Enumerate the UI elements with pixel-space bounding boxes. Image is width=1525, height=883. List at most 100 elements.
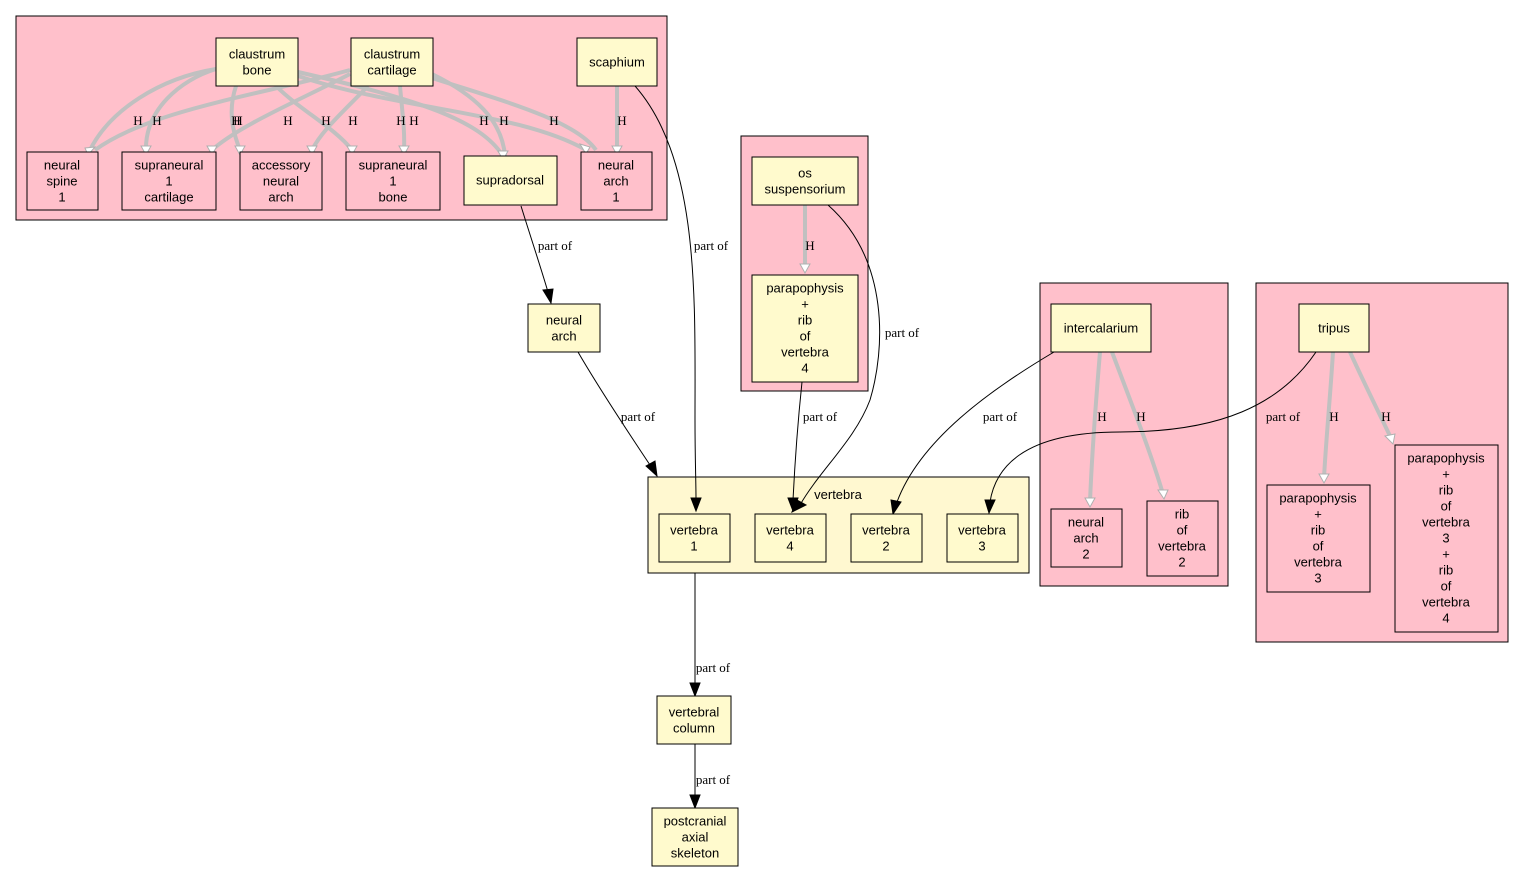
node-label-line: vertebra	[1294, 555, 1342, 570]
node-intercalarium[interactable]: intercalarium	[1050, 303, 1152, 353]
h-label: H	[617, 113, 626, 128]
node-label-line: 3	[1442, 531, 1449, 546]
node-label-line: postcranial	[664, 814, 727, 829]
h-arrowhead	[1084, 497, 1096, 509]
h-label: H	[1097, 409, 1106, 424]
h-edge	[210, 72, 351, 152]
node-label-line: intercalarium	[1064, 321, 1138, 336]
node-label-line: 1	[612, 190, 619, 205]
part-of-label: part of	[538, 238, 573, 253]
node-label-line: supraneural	[135, 158, 204, 173]
node-label-line: axial	[682, 830, 709, 845]
node-label-line: cartilage	[367, 63, 416, 78]
node-label-line: 1	[690, 539, 697, 554]
node-label-line: vertebra	[1422, 515, 1470, 530]
node-label-line: rib	[1175, 507, 1189, 522]
h-label: H	[1329, 409, 1338, 424]
h-arrowhead	[234, 145, 246, 157]
part-of-label: part of	[885, 325, 920, 340]
part-of-arrowhead	[689, 794, 701, 810]
node-label: scaphium	[589, 55, 645, 70]
node-label-line: neural	[598, 158, 634, 173]
part-of-edge	[896, 351, 1055, 503]
part-of-arrowhead	[984, 499, 996, 515]
node-label-line: 3	[1314, 571, 1321, 586]
part-of-label: part of	[696, 772, 731, 787]
node-label-line: neural	[44, 158, 80, 173]
node-supradorsal[interactable]: supradorsal	[463, 155, 558, 206]
node-label-line: of	[1441, 499, 1452, 514]
homology-edges	[88, 67, 1393, 503]
node-label-line: suspensorium	[765, 182, 846, 197]
h-arrowhead	[1383, 433, 1396, 446]
part-of-labels: part of part of part of part of part of …	[538, 238, 1301, 787]
part-of-label: part of	[621, 409, 656, 424]
node-label-line: arch	[603, 174, 628, 189]
node-label-line: arch	[1073, 531, 1098, 546]
node-label-line: neural	[1068, 515, 1104, 530]
node-label-line: tripus	[1318, 321, 1350, 336]
node-label: tripus	[1318, 321, 1350, 336]
h-label: H	[133, 113, 142, 128]
part-of-arrowhead	[787, 497, 799, 513]
node-label-line: supradorsal	[476, 173, 544, 188]
part-of-edges	[520, 85, 1317, 796]
h-label: H	[231, 113, 240, 128]
node-label-line: scaphium	[589, 55, 645, 70]
part-of-arrowhead	[542, 288, 554, 305]
node-label-line: 4	[1442, 611, 1449, 626]
part-of-edge	[989, 351, 1317, 503]
h-label: H	[396, 113, 405, 128]
part-of-label: part of	[696, 660, 731, 675]
node-label-line: 3	[978, 539, 985, 554]
h-label: H	[549, 113, 558, 128]
node-label-line: 1	[165, 174, 172, 189]
h-label: H	[499, 113, 508, 128]
node-scaphium[interactable]: scaphium	[576, 37, 658, 87]
node-label-line: bone	[243, 63, 272, 78]
h-edge	[1088, 351, 1102, 503]
node-label-line: of	[800, 329, 811, 344]
h-edge	[93, 68, 351, 152]
node-label-line: of	[1177, 523, 1188, 538]
h-arrowhead	[799, 263, 811, 275]
h-arrowhead	[578, 143, 591, 155]
node-tripus[interactable]: tripus	[1298, 303, 1370, 353]
cluster-vertebra-label: vertebra	[814, 487, 862, 502]
node-label-line: vertebra	[958, 523, 1006, 538]
h-arrowhead	[398, 145, 410, 157]
part-of-arrowhead	[890, 499, 902, 516]
part-of-edge	[577, 351, 651, 466]
h-edge	[1322, 351, 1335, 479]
h-edge	[88, 67, 217, 151]
